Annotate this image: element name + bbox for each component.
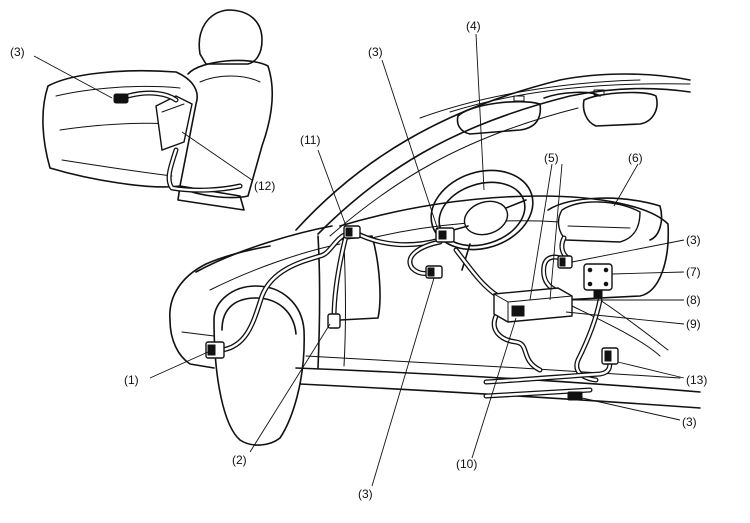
callout-12: (12) <box>254 179 275 193</box>
callout-9: (9) <box>686 317 701 331</box>
callout-1: (1) <box>124 373 139 387</box>
callout-5: (5) <box>544 151 559 165</box>
callout-3-column: (3) <box>368 45 383 59</box>
callout-3-floor: (3) <box>682 415 697 429</box>
callout-labels: (3) (12) (11) (3) (4) (5) (6) (3) (7) (8… <box>10 19 707 501</box>
components <box>205 225 619 401</box>
callout-8: (8) <box>686 293 701 307</box>
vehicle-body <box>169 73 701 446</box>
callout-11: (11) <box>300 133 320 147</box>
callout-7: (7) <box>686 265 701 279</box>
seat-inset <box>42 9 274 211</box>
callout-2: (2) <box>232 453 247 467</box>
callout-13: (13) <box>686 373 707 387</box>
callout-4: (4) <box>466 19 481 33</box>
callout-10: (10) <box>456 457 477 471</box>
callout-3-right: (3) <box>686 233 701 247</box>
callout-6: (6) <box>628 151 643 165</box>
leader-lines <box>33 33 685 487</box>
callout-3-lower: (3) <box>358 487 373 501</box>
callout-3-seat: (3) <box>10 45 25 59</box>
